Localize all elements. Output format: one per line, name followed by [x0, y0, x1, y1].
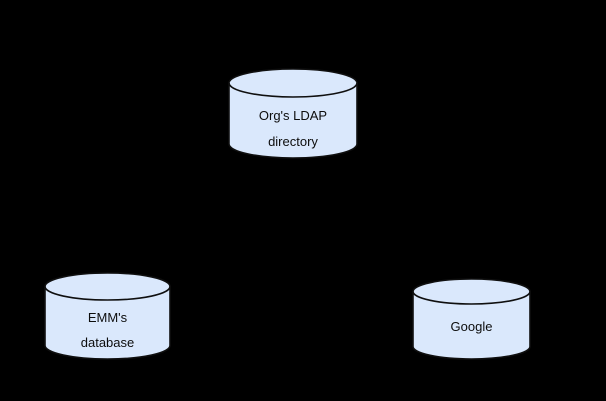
- database-cylinder-icon: [44, 272, 171, 360]
- database-cylinder-icon: [228, 68, 358, 159]
- database-cylinder-icon: [412, 278, 531, 360]
- node-google[interactable]: Google: [412, 278, 531, 360]
- node-emms-database[interactable]: EMM's database: [44, 272, 171, 360]
- node-orgs-ldap-directory[interactable]: Org's LDAP directory: [228, 68, 358, 159]
